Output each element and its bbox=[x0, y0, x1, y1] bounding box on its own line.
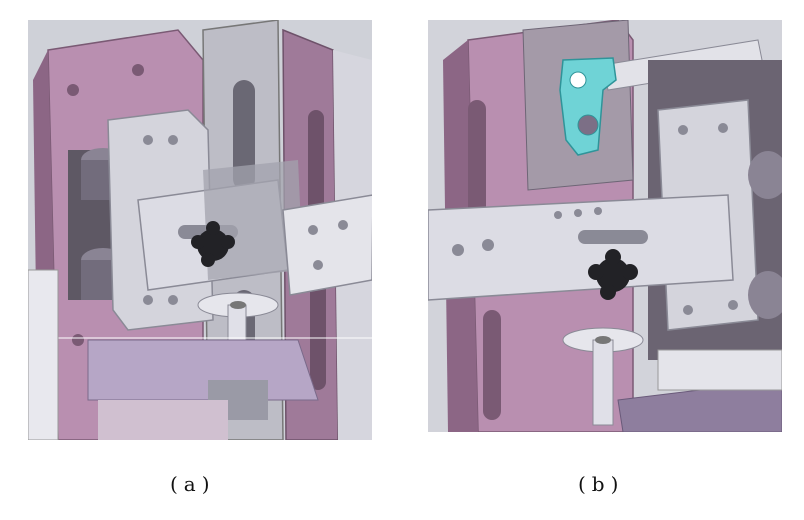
mechanism-render-b bbox=[428, 20, 782, 432]
star-knob-b bbox=[588, 249, 638, 300]
panel-b-cad-render bbox=[428, 20, 782, 432]
panel-a-cad-render bbox=[28, 20, 372, 440]
mechanism-render-a bbox=[28, 20, 372, 440]
cyan-clamp bbox=[559, 57, 617, 156]
star-knob-a bbox=[191, 221, 235, 267]
caption-a: (a) bbox=[170, 472, 216, 496]
caption-b: (b) bbox=[578, 472, 625, 496]
